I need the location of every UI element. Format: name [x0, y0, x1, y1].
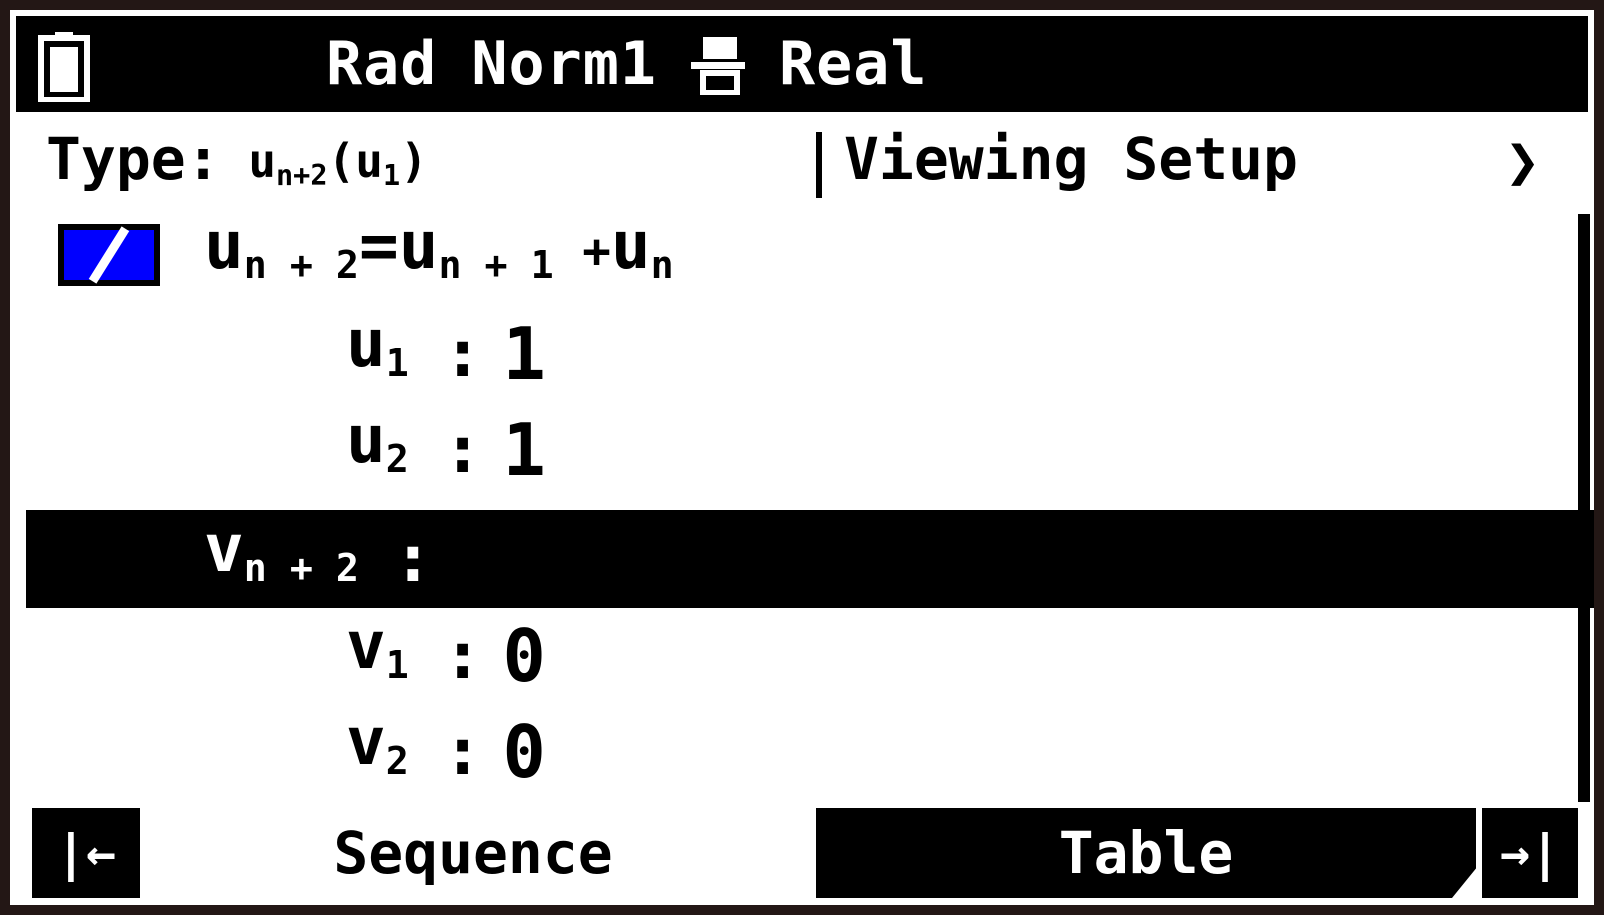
status-bar: Rad Norm1 Real [16, 16, 1588, 112]
u-lhs-sub: n + 2 [243, 242, 359, 288]
v1-name-sub: 1 [385, 642, 409, 688]
vn2-name-base: v [204, 510, 244, 588]
type-label-text: Type: [46, 125, 221, 193]
vn2-name-sub: n + 2 [243, 545, 359, 591]
v1-name-base: v [346, 607, 386, 685]
checkbox-slash [88, 226, 130, 284]
u-rhs1-sub: n + 1 [438, 242, 554, 288]
u-rhs1-base: u [398, 207, 439, 285]
jump-to-last-icon[interactable]: →| [1482, 808, 1578, 898]
math-display-icon [691, 37, 745, 95]
jump-to-last-glyph: →| [1499, 824, 1561, 882]
tab-sequence-label: Sequence [333, 819, 613, 887]
u-plus-glyph: + [582, 224, 611, 280]
sequence-u-term-row[interactable]: u2 : 1 [26, 402, 1594, 498]
type-value: un+2(u1) [248, 134, 428, 192]
vn2-colon: : [392, 520, 433, 597]
u1-name-sub: 1 [385, 340, 409, 386]
v1-value[interactable]: 0 [502, 614, 546, 698]
v1-name: v1 [346, 613, 409, 699]
u1-name: u1 [346, 311, 409, 397]
sequence-v-term-row[interactable]: v2 : 0 [26, 704, 1594, 800]
v2-colon: : [442, 713, 483, 790]
tab-sequence[interactable]: Sequence [140, 808, 806, 898]
viewing-setup-button[interactable]: Viewing Setup [844, 125, 1298, 193]
checkbox-checked-line-style-icon[interactable] [58, 224, 160, 286]
u2-name-sub: 2 [385, 436, 409, 482]
type-value-base: u [248, 134, 277, 188]
u-equals: = [358, 207, 399, 285]
vertical-scrollbar[interactable] [1578, 214, 1590, 802]
sequence-u-formula-row[interactable]: un + 2=un + 1 +un [26, 206, 1594, 306]
sequence-list: un + 2=un + 1 +un u1 : 1 u2 : 1 vn + 2 : [16, 206, 1594, 802]
v2-name-base: v [346, 703, 386, 781]
v2-value[interactable]: 0 [502, 710, 546, 794]
v2-name: v2 [346, 709, 409, 795]
scrollbar-thumb[interactable] [1578, 214, 1590, 802]
u1-colon: : [442, 315, 483, 392]
tab-table-label: Table [1058, 819, 1234, 887]
sequence-u-formula: un + 2=un + 1 +un [204, 213, 674, 299]
type-value-sub: n+2 [276, 158, 328, 192]
number-mode-label: Real [779, 29, 928, 99]
u1-value[interactable]: 1 [502, 312, 546, 396]
header-divider [816, 132, 822, 198]
jump-to-first-icon[interactable]: |← [32, 808, 140, 898]
sequence-u-term-row[interactable]: u1 : 1 [26, 306, 1594, 402]
display-mode-label: Norm1 [471, 29, 657, 99]
type-field[interactable]: Type: un+2(u1) [46, 126, 428, 209]
u-rhs2-base: u [610, 207, 651, 285]
bottom-toolbar: |← Sequence Table →| [16, 800, 1588, 899]
type-arg-sub: 1 [382, 158, 401, 192]
jump-to-first-glyph: |← [55, 824, 117, 882]
u-plus-op: + [554, 224, 611, 279]
u-lhs-base: u [204, 207, 244, 285]
u-rhs2-sub: n [650, 242, 674, 288]
u2-name: u2 [346, 407, 409, 493]
chevron-right-icon[interactable]: ❯ [1505, 127, 1540, 195]
u1-name-base: u [346, 305, 386, 383]
v1-colon: : [442, 617, 483, 694]
vn2-name: vn + 2 [204, 516, 359, 602]
battery-full-icon [38, 32, 90, 102]
type-arg-base: u [355, 134, 383, 188]
angle-mode-label: Rad [326, 29, 438, 99]
header-row: Type: un+2(u1) Viewing Setup ❯ [16, 118, 1588, 204]
u2-colon: : [442, 411, 483, 488]
u2-name-base: u [346, 401, 386, 479]
lcd-display: Rad Norm1 Real Type: un+2(u1) Viewing Se… [10, 10, 1594, 905]
u2-value[interactable]: 1 [502, 408, 546, 492]
sequence-v-term-row[interactable]: v1 : 0 [26, 608, 1594, 704]
tab-table[interactable]: Table [816, 808, 1476, 898]
v2-name-sub: 2 [385, 738, 409, 784]
sequence-v-formula-row-selected[interactable]: vn + 2 : [26, 510, 1594, 608]
status-indicators: Rad Norm1 Real [16, 16, 1588, 112]
